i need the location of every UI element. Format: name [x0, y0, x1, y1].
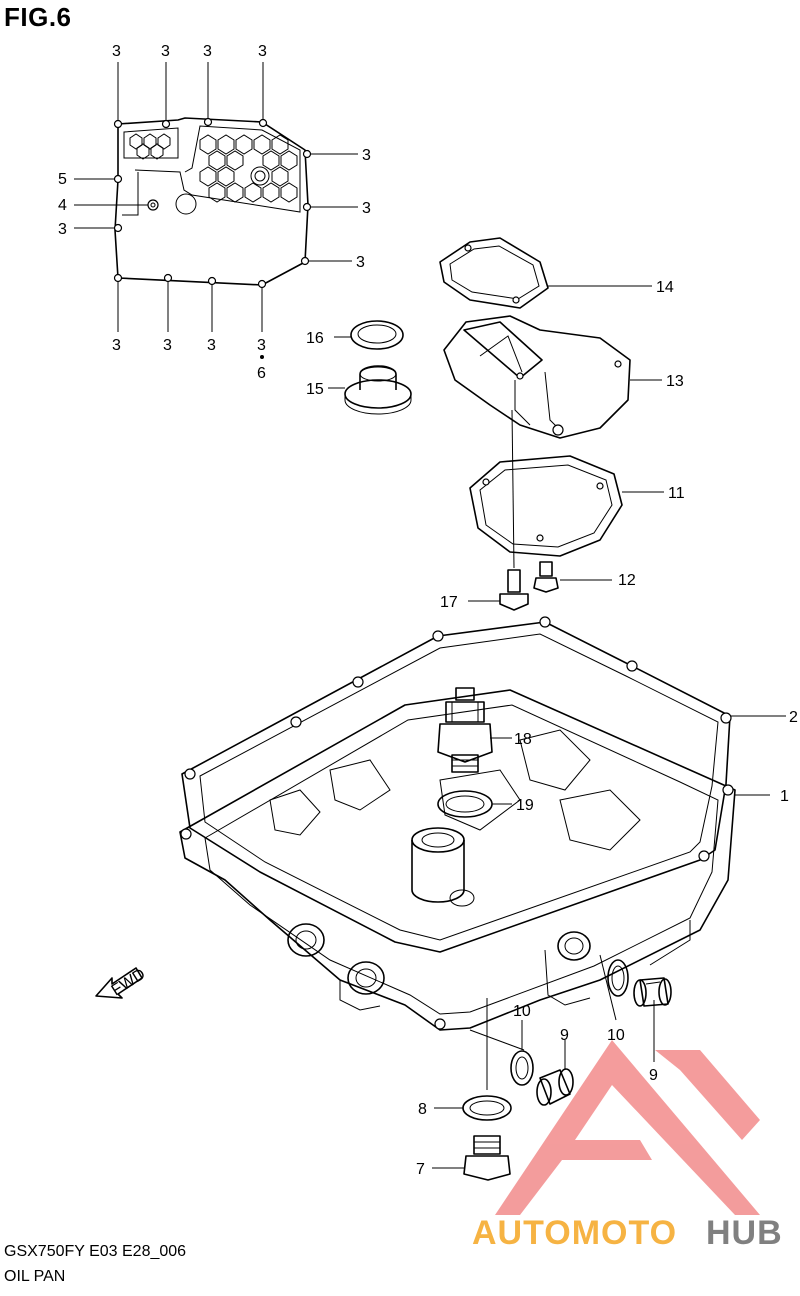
oil-pressure-switch-18 — [437, 687, 512, 773]
drain-plug-9-lower — [536, 1068, 574, 1106]
callout-3: 3 — [163, 337, 172, 354]
callout-3: 3 — [257, 337, 266, 354]
callout-18: 18 — [514, 731, 532, 748]
watermark-text-automoto: AUTOMOTO — [472, 1214, 677, 1252]
callout-3: 3 — [362, 147, 371, 164]
callout-1: 1 — [780, 788, 789, 805]
callout-2: 2 — [789, 709, 798, 726]
callout-8: 8 — [418, 1101, 427, 1118]
gasket-8 — [434, 1095, 512, 1121]
callout-3: 3 — [58, 221, 67, 238]
figure-title: FIG.6 — [4, 2, 72, 32]
drain-leader-lines — [469, 954, 655, 1090]
bolt-12 — [533, 561, 612, 593]
drain-plug-9-right — [633, 977, 672, 1007]
bolt-17-leader — [511, 409, 515, 569]
model-code: GSX750FY E03 E28_006 — [4, 1243, 187, 1260]
watermark-text-hub: HUB — [706, 1214, 783, 1252]
drain-bolt-7 — [432, 1135, 511, 1181]
callout-10: 10 — [607, 1027, 625, 1044]
callout-dot — [260, 355, 264, 359]
callout-3: 3 — [203, 43, 212, 60]
callout-14: 14 — [656, 279, 674, 296]
oil-pan-plate — [113, 117, 312, 289]
callout-3: 3 — [362, 200, 371, 217]
callout-6: 6 — [257, 365, 266, 382]
callout-5: 5 — [58, 171, 67, 188]
callout-3: 3 — [207, 337, 216, 354]
callout-9: 9 — [560, 1027, 569, 1044]
automotohub-watermark: AUTOMOTO HUB — [472, 1040, 783, 1252]
callout-3: 3 — [112, 43, 121, 60]
gasket-19 — [437, 790, 512, 818]
callout-11: 11 — [668, 485, 685, 502]
oil-strainer-13 — [443, 315, 662, 439]
callout-12: 12 — [618, 572, 636, 589]
fwd-label: FWD — [109, 966, 149, 1000]
gasket-10-right — [607, 959, 629, 997]
gasket-10-lower — [510, 1050, 534, 1086]
o-ring-16 — [334, 320, 404, 350]
callout-7: 7 — [416, 1161, 425, 1178]
callout-16: 16 — [306, 330, 324, 347]
callout-19: 19 — [516, 797, 534, 814]
callout-9: 9 — [649, 1067, 658, 1084]
callout-3: 3 — [258, 43, 267, 60]
bolt-17 — [468, 569, 529, 611]
gasket-14 — [439, 237, 652, 309]
forward-direction-arrow: FWD — [95, 966, 149, 1000]
callout-3: 3 — [356, 254, 365, 271]
callout-17: 17 — [440, 594, 458, 611]
callout-13: 13 — [666, 373, 684, 390]
callout-labels: 3 3 3 3 3 3 3 3 3 3 3 6 5 4 3 16 15 14 1… — [58, 43, 798, 1178]
strainer-screen-11 — [469, 455, 664, 557]
callout-15: 15 — [306, 381, 324, 398]
callout-3: 3 — [112, 337, 121, 354]
plate-leader-lines — [74, 62, 358, 332]
callout-10: 10 — [513, 1003, 531, 1020]
callout-3: 3 — [161, 43, 170, 60]
section-name: OIL PAN — [4, 1268, 66, 1285]
callout-4: 4 — [58, 197, 67, 214]
oil-pan-gasket-2 — [181, 616, 786, 953]
oil-pan-1 — [179, 689, 770, 1031]
seal-15 — [328, 365, 412, 415]
watermark-mark — [495, 1040, 760, 1215]
